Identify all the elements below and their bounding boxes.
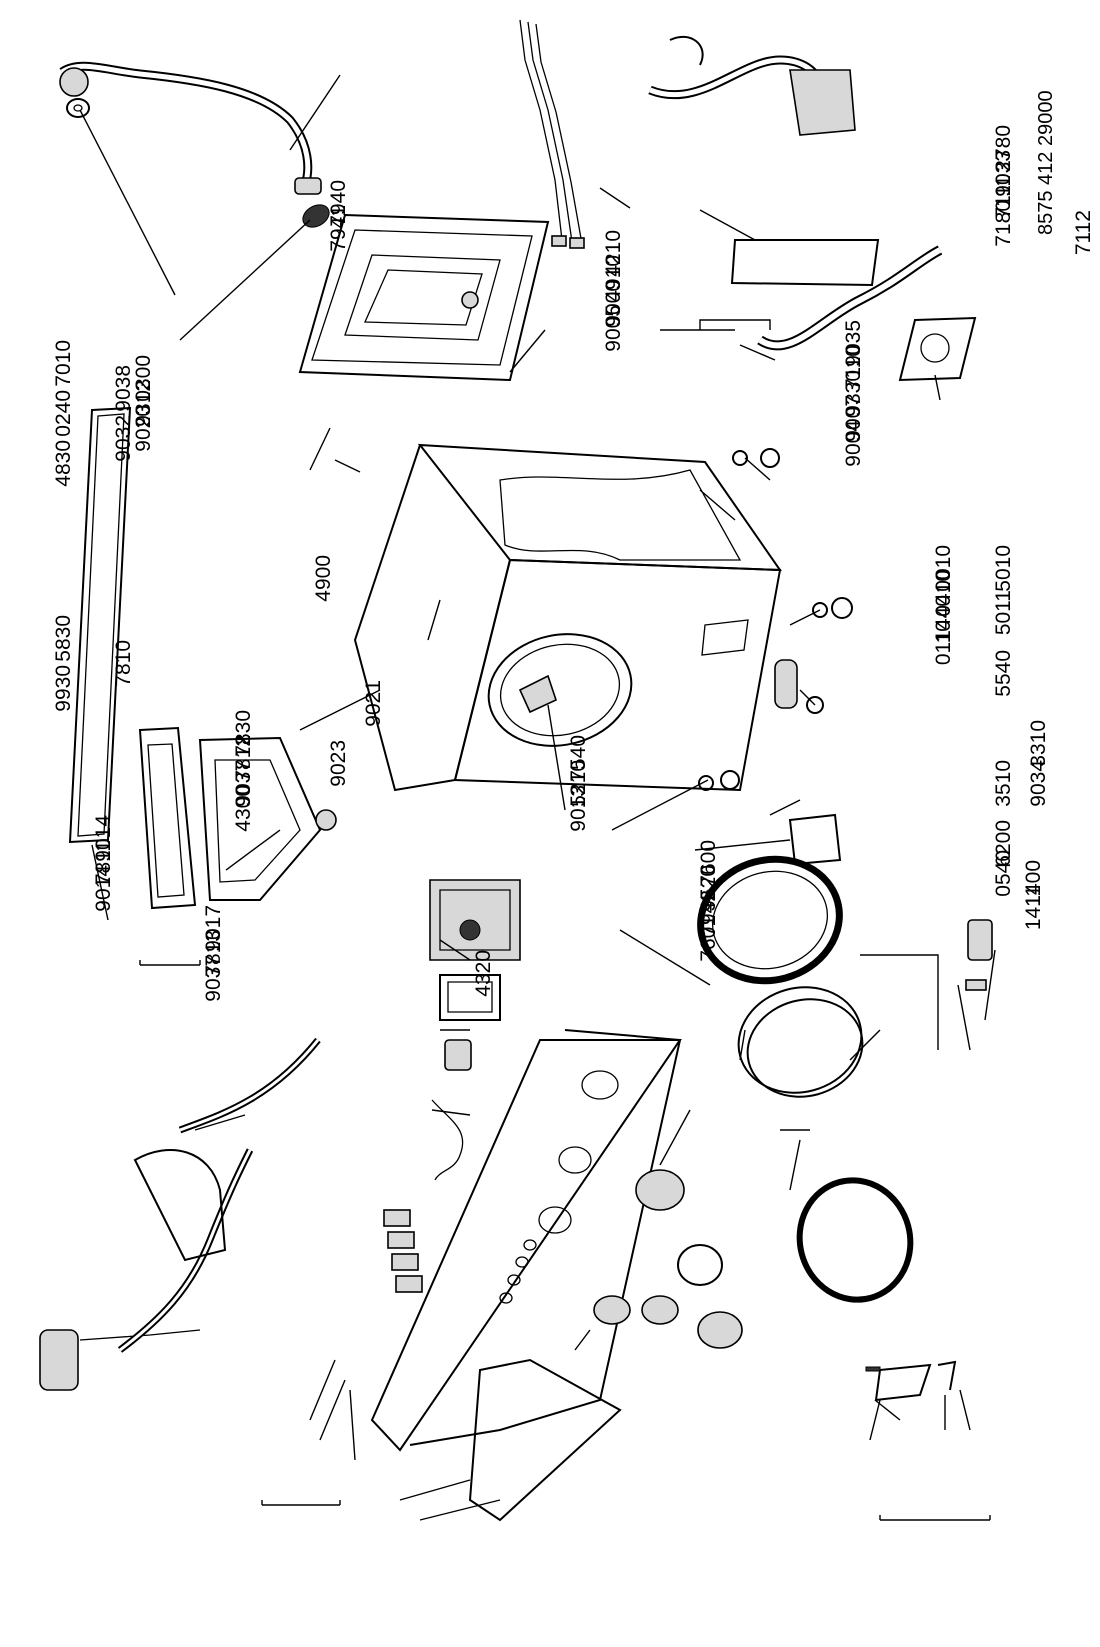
dispenser-drawing (138, 726, 337, 910)
part-label-5010: 5010 (992, 545, 1015, 592)
part-label-4910: 4910 (602, 255, 625, 302)
part-label-5540: 5540 (992, 650, 1015, 697)
part-label-9330: 9330 (842, 370, 865, 417)
part-label-9032: 9032 (112, 415, 135, 462)
part-label-9020: 9020 (132, 405, 155, 452)
part-label-9021: 9021 (362, 680, 385, 727)
part-label-9000: 9000 (602, 280, 625, 327)
part-label-7812: 7812 (232, 735, 255, 782)
part-label-9017: 9017 (202, 905, 225, 952)
part-label-9312: 9312 (132, 380, 155, 427)
part-label-7830: 7830 (232, 710, 255, 757)
part-label-9004: 9004 (842, 420, 865, 467)
part-label-9007: 9007 (842, 395, 865, 442)
top-cover-drawing (68, 406, 132, 844)
part-label-4300: 4300 (232, 785, 255, 832)
part-label-9014: 9014 (92, 865, 115, 912)
leader-lines (79, 74, 996, 1521)
part-label-7942: 7942 (697, 890, 720, 937)
part-label-7600: 7600 (697, 840, 720, 887)
part-label-7180: 7180 (992, 200, 1015, 247)
door-seal-drawing (697, 855, 914, 1303)
part-label-9034: 9034 (1027, 760, 1050, 807)
part-label-7110: 7110 (842, 345, 865, 390)
part-label-2780: 2780 (992, 125, 1015, 172)
part-label-0540: 0540 (992, 850, 1015, 897)
cabinet-drawing (353, 443, 782, 792)
push-buttons-drawing (383, 1209, 423, 1293)
part-label-6200: 6200 (992, 820, 1015, 867)
door-lock-drawing (444, 1039, 472, 1071)
part-label-9023: 9023 (327, 740, 350, 787)
part-label-1400: 1400 (1022, 860, 1045, 907)
part-label-5830: 5830 (52, 615, 75, 662)
part-label-7810: 7810 (112, 640, 135, 687)
part-label-7940: 7940 (327, 180, 350, 227)
part-label-3510: 3510 (992, 760, 1015, 807)
back-panel-drawing (298, 213, 550, 382)
part-label-7540: 7540 (567, 735, 590, 782)
part-label-9005: 9005 (602, 305, 625, 352)
knobs-drawing (593, 1169, 743, 1349)
part-label-7813: 7813 (202, 930, 225, 977)
drain-pump-drawing (648, 35, 977, 382)
part-label-7811: 7811 (92, 840, 115, 885)
part-label-0240: 0240 (52, 390, 75, 437)
inlet-hose-drawing (59, 61, 330, 228)
part-label-9038: 9038 (112, 365, 135, 412)
part-label-7010: 7010 (52, 340, 75, 387)
part-label-0300: 0300 (132, 355, 155, 402)
part-label-7112: 7112 (1072, 210, 1095, 255)
part-label-0410: 0410 (932, 570, 955, 617)
part-label-7601: 7601 (697, 915, 720, 962)
wire-drawing (431, 1099, 464, 1181)
group-brackets (139, 319, 991, 1521)
part-label-7111: 7111 (992, 175, 1015, 219)
part-label-3310: 3310 (1027, 720, 1050, 767)
part-label-9033: 9033 (992, 150, 1015, 197)
module-drawing (439, 974, 501, 1021)
programmer-drawing (429, 879, 521, 961)
feet-drawing (698, 448, 853, 866)
part-label-1440: 1440 (932, 595, 955, 642)
small-parts-drawing (865, 919, 993, 1402)
part-label-9013: 9013 (567, 785, 590, 832)
part-label-9014: 9014 (92, 815, 115, 862)
part-label-0010: 0010 (932, 545, 955, 592)
part-label-4210: 4210 (602, 230, 625, 277)
part-label-9520: 9520 (697, 865, 720, 912)
part-label-4830: 4830 (52, 440, 75, 487)
part-label-9035: 9035 (842, 320, 865, 367)
part-label-9037: 9037 (202, 955, 225, 1002)
part-label-1411: 1411 (1022, 885, 1045, 930)
drawing-reference-number: 8575 412 29000 (1035, 90, 1057, 235)
control-panel-drawing (370, 1029, 682, 1522)
part-label-0110: 0110 (932, 620, 955, 665)
part-label-4320: 4320 (472, 950, 495, 997)
part-label-7941: 7941 (327, 205, 350, 252)
part-label-9037: 9037 (232, 760, 255, 807)
part-label-9930: 9930 (52, 665, 75, 712)
part-number-labels: 7010 9038 0240 9032 4830 5830 7810 9930 90147811… (52, 125, 1095, 1002)
part-label-5011: 5011 (992, 590, 1015, 635)
part-label-5210: 5210 (567, 760, 590, 807)
wiring-harness-drawing (519, 19, 585, 249)
inlet-valve-drawing (39, 1037, 321, 1391)
part-label-4900: 4900 (312, 555, 335, 602)
